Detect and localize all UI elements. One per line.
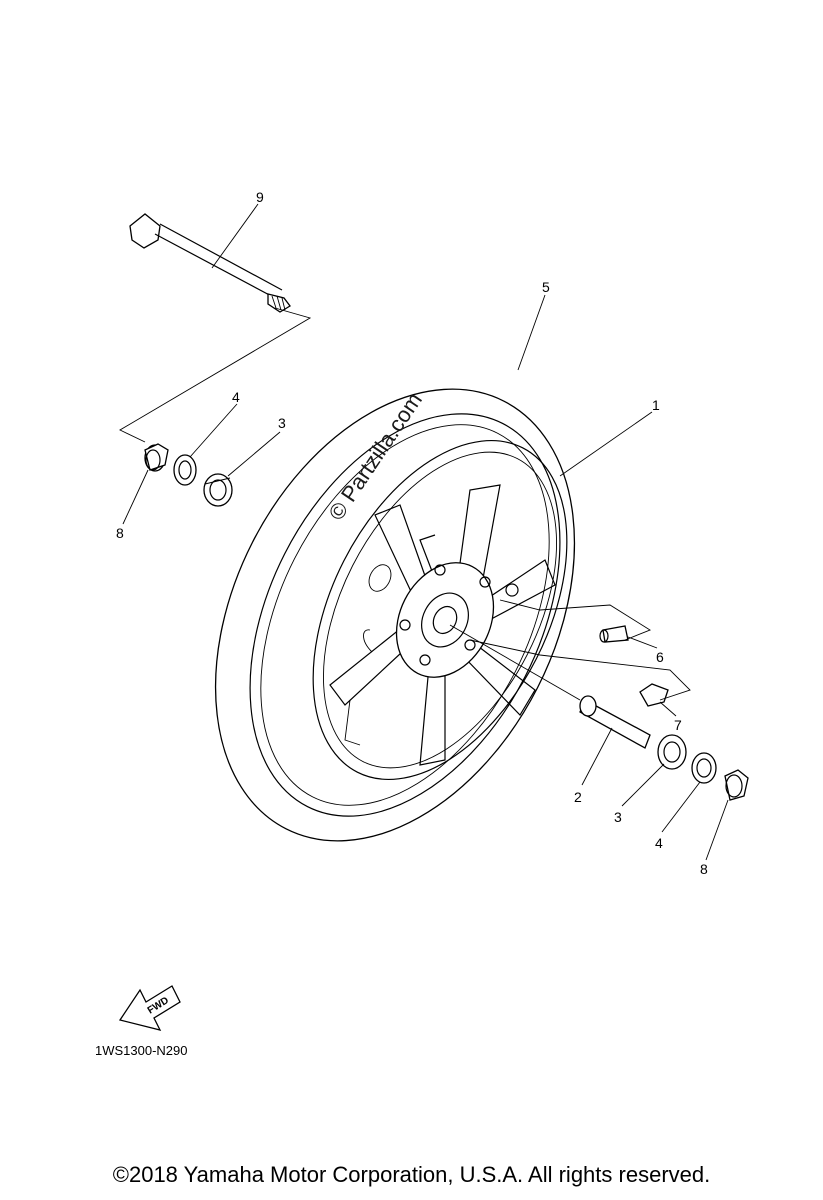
callout-3-right: 3 bbox=[614, 809, 622, 825]
right-collar bbox=[724, 769, 749, 801]
callout-6: 6 bbox=[656, 649, 664, 665]
assembly-lines bbox=[119, 307, 691, 701]
callout-4-right: 4 bbox=[655, 835, 663, 851]
left-bearing bbox=[203, 473, 233, 507]
callout-8-right: 8 bbox=[700, 861, 708, 877]
leader-lines bbox=[122, 203, 729, 861]
callout-3-left: 3 bbox=[278, 415, 286, 431]
right-oil-seal bbox=[691, 752, 717, 784]
copyright-notice: ©2018 Yamaha Motor Corporation, U.S.A. A… bbox=[112, 1162, 711, 1187]
callout-7: 7 bbox=[674, 717, 682, 733]
axle-bolt bbox=[129, 213, 291, 313]
fwd-arrow-icon: FWD bbox=[118, 985, 181, 1031]
callout-8-left: 8 bbox=[116, 525, 124, 541]
spacer-collar bbox=[579, 695, 651, 749]
valve-stem bbox=[599, 625, 629, 643]
balance-weight bbox=[639, 683, 669, 707]
drawing-code: 1WS1300-N290 bbox=[95, 1043, 188, 1058]
callout-4-left: 4 bbox=[232, 389, 240, 405]
left-collar bbox=[144, 443, 169, 472]
callout-1: 1 bbox=[652, 397, 660, 413]
callout-2: 2 bbox=[574, 789, 582, 805]
tire bbox=[214, 388, 576, 842]
right-bearing bbox=[657, 734, 687, 770]
left-oil-seal bbox=[173, 454, 197, 486]
callout-9: 9 bbox=[256, 189, 264, 205]
wheel-rim bbox=[312, 439, 568, 781]
callout-5: 5 bbox=[542, 279, 550, 295]
